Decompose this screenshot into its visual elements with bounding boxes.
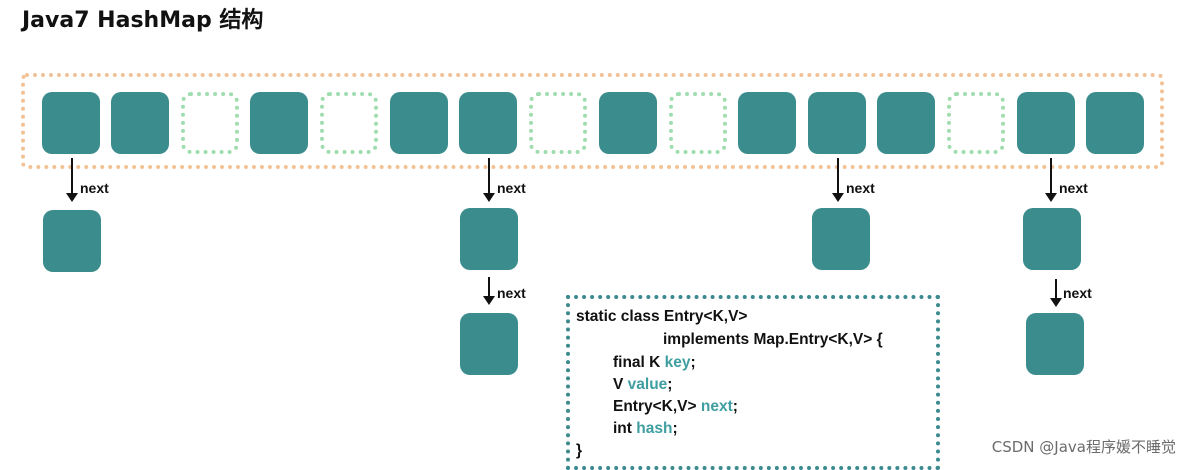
next-label: next [497,285,526,301]
code-line-next: Entry<K,V> next; [613,398,738,416]
empty-bucket-slot [947,92,1005,154]
linked-node [460,208,518,270]
bucket-slot [390,92,448,154]
next-label: next [1063,285,1092,301]
code-field: next [700,398,733,415]
code-field: value [627,376,668,393]
code-line-key: final K key; [613,354,696,372]
bucket-slot [1086,92,1144,154]
code-line-implements: implements Map.Entry<K,V> { [663,331,883,348]
hash-table-array [21,73,1164,169]
next-arrow [1050,279,1062,307]
code-semicolon: ; [690,354,696,371]
empty-bucket-slot [181,92,239,154]
bucket-slot [459,92,517,154]
linked-node [460,313,518,375]
next-label: next [497,180,526,196]
code-line-hash: int hash; [613,420,678,438]
bucket-slot [1017,92,1075,154]
next-arrow [1045,158,1057,202]
code-line-value: V value; [613,376,672,394]
linked-node [43,210,101,272]
bucket-slot [808,92,866,154]
code-line-close-brace: } [576,442,583,459]
code-semicolon: ; [732,398,738,415]
next-arrow [832,158,844,202]
linked-node [1026,313,1084,375]
code-field: key [664,354,691,371]
next-arrow [483,277,495,305]
bucket-slot [877,92,935,154]
linked-node [1023,208,1081,270]
next-label: next [80,180,109,196]
code-type: V [613,376,628,393]
diagram-title: Java7 HashMap 结构 [22,8,264,33]
next-arrow [483,158,495,202]
bucket-slot [250,92,308,154]
empty-bucket-slot [529,92,587,154]
code-semicolon: ; [672,420,678,437]
next-arrow [66,158,78,202]
watermark: CSDN @Java程序媛不睡觉 [991,438,1176,456]
empty-bucket-slot [320,92,378,154]
code-type: final K [613,354,665,371]
next-label: next [846,180,875,196]
bucket-slot [599,92,657,154]
linked-node [812,208,870,270]
code-type: Entry<K,V> [613,398,701,415]
code-semicolon: ; [667,376,673,393]
code-field: hash [636,420,673,437]
empty-bucket-slot [669,92,727,154]
bucket-slot [738,92,796,154]
code-type: int [613,420,637,437]
next-label: next [1059,180,1088,196]
code-line-class-decl: static class Entry<K,V> [576,308,748,325]
bucket-slot [111,92,169,154]
bucket-slot [42,92,100,154]
